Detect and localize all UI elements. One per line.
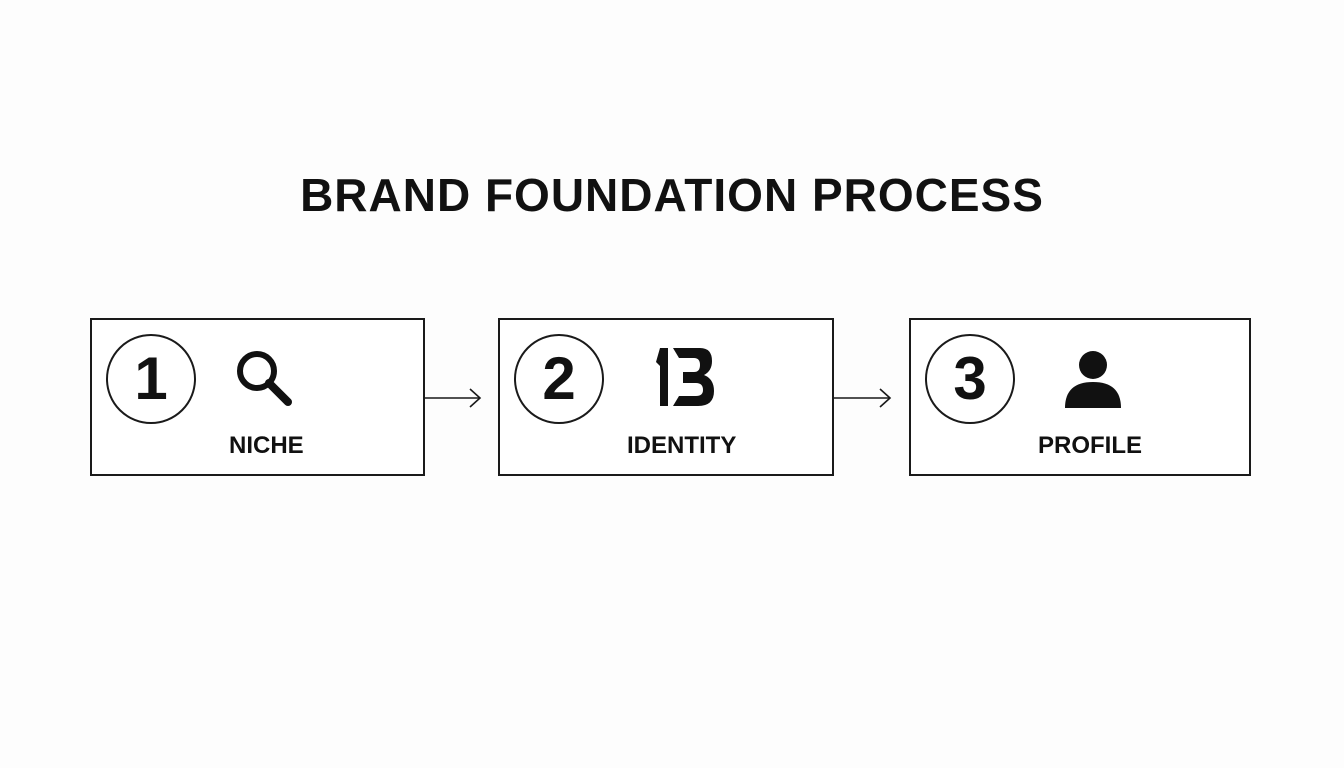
search-icon: [237, 351, 292, 406]
arrow-right-icon: [424, 388, 482, 408]
step-box-niche: 1 NICHE: [90, 318, 425, 476]
step-label: IDENTITY: [627, 432, 737, 459]
brand-b-icon: [656, 348, 714, 406]
step-label: PROFILE: [1038, 432, 1143, 459]
step-number-badge: 3: [925, 334, 1015, 424]
diagram-title: BRAND FOUNDATION PROCESS: [300, 169, 1044, 221]
arrow-right-icon: [834, 388, 892, 408]
step-label: NICHE: [229, 432, 304, 459]
step-number-badge: 2: [514, 334, 604, 424]
step-box-profile: 3 PROFILE: [909, 318, 1251, 476]
step-box-identity: 2 IDENTITY: [498, 318, 834, 476]
user-icon: [1065, 351, 1121, 408]
step-number-badge: 1: [106, 334, 196, 424]
